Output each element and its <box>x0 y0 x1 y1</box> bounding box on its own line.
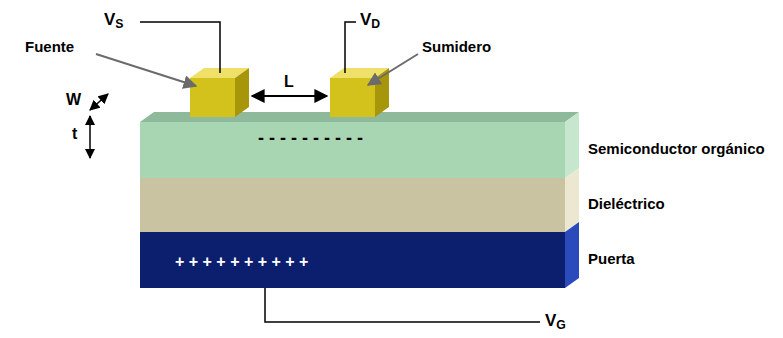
voltage-label: VS <box>104 10 124 30</box>
semiconductor-layer: - - - - - - - - - -Semiconductor orgánic… <box>140 122 565 178</box>
gate-layer: + + + + + + + + + +Puerta <box>140 232 565 288</box>
dielectric-layer: Dieléctrico <box>140 178 565 232</box>
dielectric-side-face <box>565 168 579 232</box>
gate-side-face <box>565 222 579 288</box>
gate-wire <box>265 288 540 322</box>
layer-label: Dieléctrico <box>588 195 665 213</box>
layer-label: Semiconductor orgánico <box>588 140 765 158</box>
voltage-label: VG <box>545 311 566 331</box>
part-label: Fuente <box>25 38 74 56</box>
charge-signs: - - - - - - - - - - <box>258 128 363 150</box>
thickness-arrow <box>89 116 91 158</box>
layer-label: Puerta <box>588 250 635 268</box>
dimension-label: t <box>72 124 77 143</box>
dimension-label: W <box>66 90 81 109</box>
source-leader <box>96 54 196 86</box>
drain-wire <box>345 22 356 73</box>
voltage-label: VD <box>360 10 380 30</box>
dimension-label: L <box>284 72 294 91</box>
part-label: Sumidero <box>422 38 491 56</box>
source-electrode <box>190 78 235 117</box>
charge-signs: + + + + + + + + + + <box>175 252 308 271</box>
source-side-face <box>235 68 249 117</box>
length-arrow <box>252 95 327 97</box>
source-wire <box>140 22 220 73</box>
semiconductor-side-face <box>565 112 579 178</box>
drain-leader <box>368 54 418 85</box>
width-arrow <box>90 94 108 110</box>
